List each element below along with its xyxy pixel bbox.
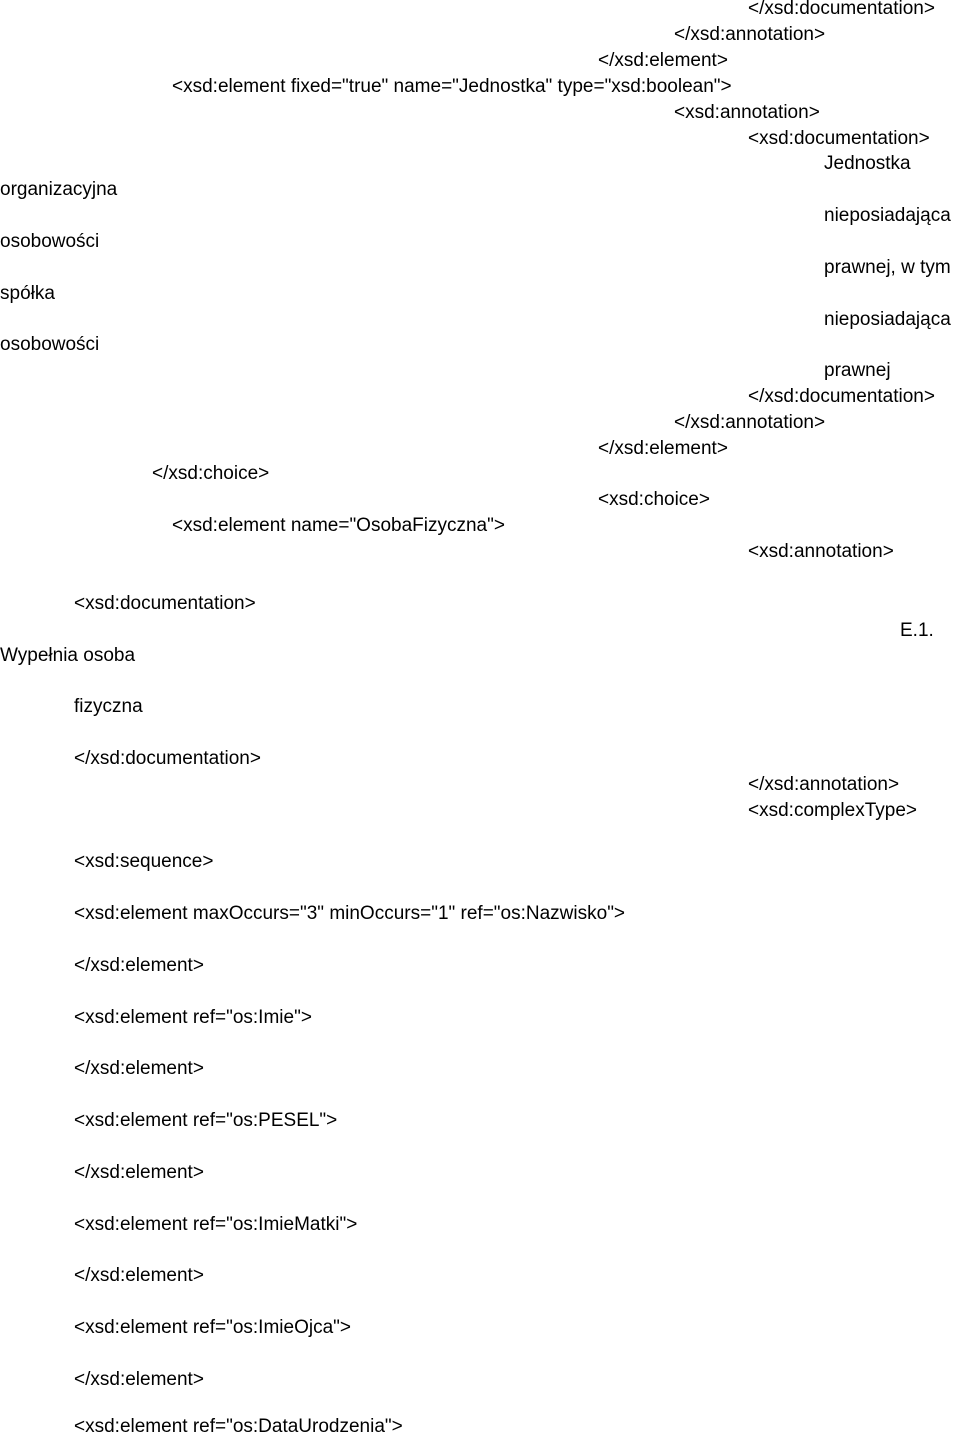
doc-line: prawnej, w tym (824, 257, 951, 278)
doc-line: <xsd:documentation> (748, 128, 930, 149)
doc-line: </xsd:annotation> (674, 24, 826, 45)
doc-line: </xsd:element> (598, 438, 728, 459)
doc-line: </xsd:element> (74, 1162, 204, 1183)
doc-line: <xsd:element maxOccurs="3" minOccurs="1"… (74, 903, 626, 924)
doc-line: <xsd:element ref="os:PESEL"> (74, 1110, 338, 1131)
doc-line: <xsd:element ref="os:ImieOjca"> (74, 1317, 351, 1338)
doc-line: </xsd:element> (598, 50, 728, 71)
doc-line: <xsd:documentation> (74, 593, 256, 614)
doc-line: prawnej (824, 360, 891, 381)
doc-line: <xsd:element ref="os:Imie"> (74, 1007, 312, 1028)
doc-line: <xsd:complexType> (748, 800, 917, 821)
doc-line: </xsd:choice> (152, 463, 270, 484)
doc-line: osobowości (0, 334, 100, 355)
doc-line: </xsd:element> (74, 955, 204, 976)
doc-line: <xsd:choice> (598, 489, 710, 510)
doc-line: <xsd:element name="OsobaFizyczna"> (172, 515, 505, 536)
doc-line: </xsd:element> (74, 1058, 204, 1079)
doc-line: Wypełnia osoba (0, 645, 136, 666)
doc-line: organizacyjna (0, 179, 118, 200)
doc-line: </xsd:documentation> (748, 0, 935, 19)
doc-line: Jednostka (824, 153, 911, 174)
doc-line: </xsd:annotation> (674, 412, 826, 433)
doc-line: <xsd:annotation> (674, 102, 820, 123)
doc-line: nieposiadająca (824, 205, 951, 226)
doc-line: fizyczna (74, 696, 143, 717)
doc-line: <xsd:element fixed="true" name="Jednostk… (172, 76, 732, 97)
doc-line: nieposiadająca (824, 309, 951, 330)
doc-line: <xsd:element ref="os:ImieMatki"> (74, 1214, 358, 1235)
doc-line: </xsd:documentation> (748, 386, 935, 407)
doc-line: osobowości (0, 231, 100, 252)
doc-line: <xsd:element ref="os:DataUrodzenia"> (74, 1416, 403, 1437)
doc-line: </xsd:documentation> (74, 748, 261, 769)
doc-line: E.1. (900, 620, 934, 641)
doc-line: <xsd:annotation> (748, 541, 894, 562)
doc-line: spółka (0, 283, 55, 304)
doc-line: <xsd:sequence> (74, 851, 214, 872)
doc-line: </xsd:element> (74, 1265, 204, 1286)
doc-line: </xsd:annotation> (748, 774, 900, 795)
doc-line: </xsd:element> (74, 1369, 204, 1390)
